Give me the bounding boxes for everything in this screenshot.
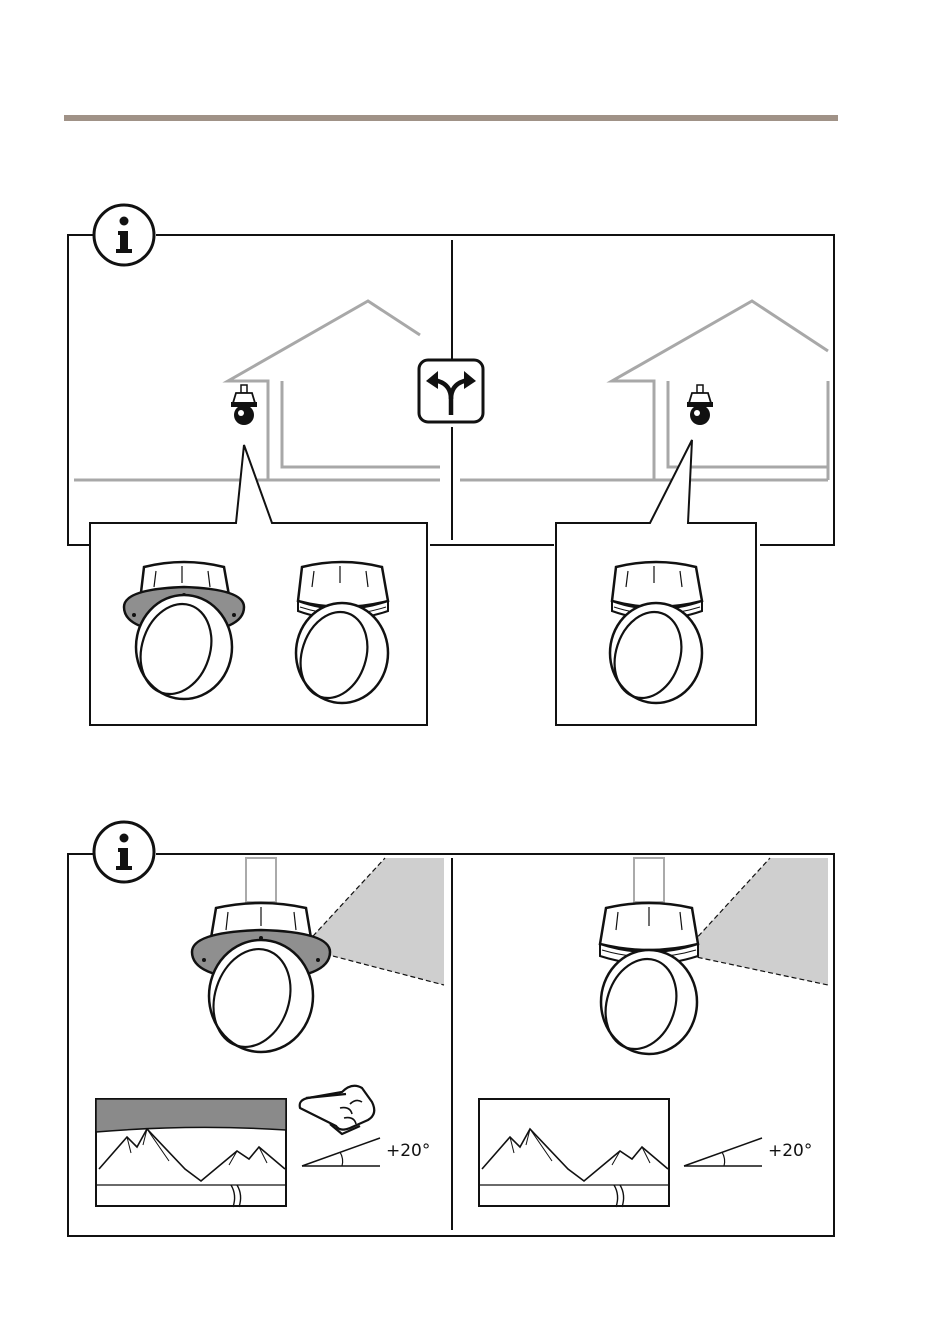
mounting-options-diagram <box>0 195 933 735</box>
tilt-label-left: +20° <box>386 1141 430 1161</box>
tilt-indicator-left: +20° <box>302 1138 430 1166</box>
fork-arrows-icon <box>419 360 483 422</box>
camera-without-ring <box>594 858 698 1058</box>
pointing-hand-icon <box>300 1086 375 1134</box>
tilt-indicator-right: +20° <box>684 1138 812 1166</box>
camera-on-house-right <box>687 385 713 425</box>
info-circle-icon <box>94 822 154 882</box>
tilt-comparison-diagram: +20° +20° <box>0 812 933 1252</box>
view-with-ring <box>96 1099 286 1207</box>
camera-on-house-left <box>231 385 257 425</box>
tilt-label-right: +20° <box>768 1141 812 1161</box>
header-rule <box>64 115 838 121</box>
tilt-comparison-panel: +20° +20° <box>0 812 933 1252</box>
view-without-ring <box>479 1099 669 1207</box>
house-left <box>74 301 440 480</box>
fov-right <box>682 858 828 985</box>
mounting-options-panel <box>0 195 933 735</box>
info-circle-icon <box>94 205 154 265</box>
house-right <box>460 301 828 480</box>
camera-with-shade-ring <box>192 858 330 1057</box>
